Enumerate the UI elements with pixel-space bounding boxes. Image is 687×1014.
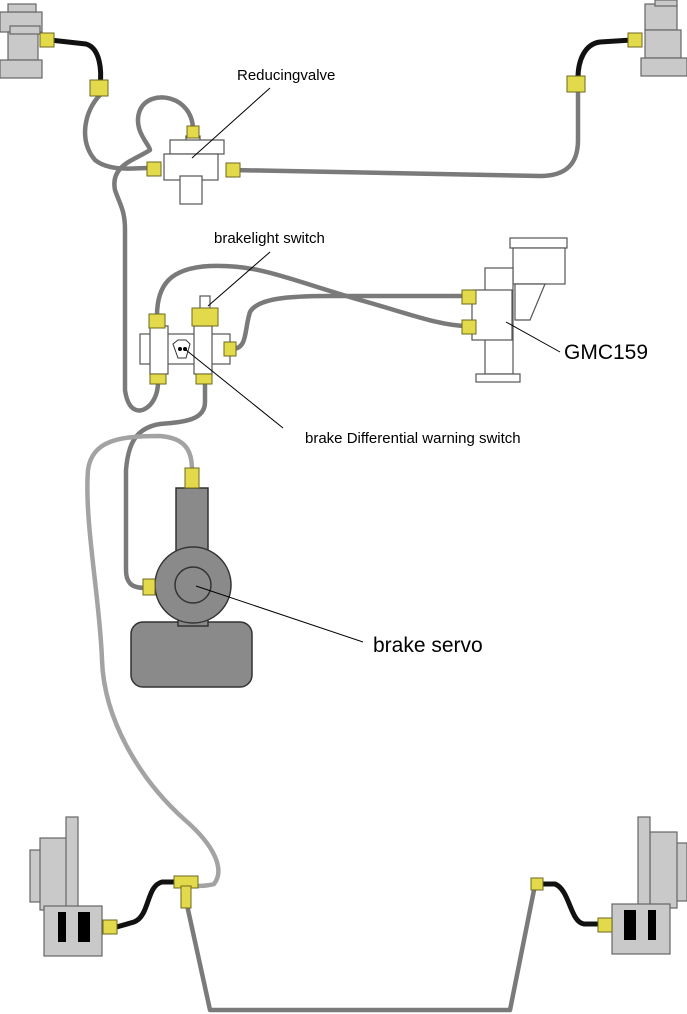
pipe-front-right-to-valve	[229, 87, 581, 179]
pipe-switch-to-mc-front	[154, 263, 471, 329]
pipe-switch-to-mc-rear	[229, 293, 471, 352]
fitting-front-left-hose	[89, 79, 109, 97]
fitting-front-right-hose	[566, 75, 586, 93]
leader-lines	[185, 87, 561, 643]
brake-servo	[130, 487, 253, 688]
fitting-switch-top-left	[148, 313, 166, 329]
fitting-switch-bottom-left	[149, 373, 167, 385]
pipe-front-left-to-valve	[82, 92, 151, 171]
fitting-switch-bottom-right	[195, 373, 213, 385]
leader-brake-servo	[195, 585, 364, 643]
fitting-rear-tee-stem	[180, 885, 192, 909]
fitting-brakelight-switch	[191, 307, 219, 327]
hose-front-left	[47, 37, 104, 89]
fitting-servo-top	[184, 467, 200, 489]
fitting-valve-right	[225, 162, 241, 178]
fitting-valve-left	[146, 161, 162, 177]
hose-rear-right	[537, 881, 603, 927]
pipe-rear-axle	[184, 882, 538, 1013]
brake-pipes	[82, 87, 581, 1013]
fitting-rear-right-pipe	[530, 877, 544, 891]
leader-gmc159	[505, 321, 561, 353]
label-brakelight-switch: brakelight switch	[214, 230, 325, 247]
leader-reducing-valve	[191, 87, 271, 159]
master-cylinder	[471, 237, 568, 383]
fitting-valve-top	[186, 125, 200, 139]
fitting-switch-right	[223, 341, 237, 357]
pipe-servo-to-rear	[85, 433, 221, 889]
label-differential-switch: brake Differential warning switch	[305, 430, 521, 447]
differential-switch	[139, 295, 231, 375]
hose-rear-left	[110, 879, 180, 931]
hose-front-right	[575, 37, 635, 81]
fitting-front-left-caliper	[39, 32, 55, 48]
fitting-rear-right-caliper	[597, 917, 613, 933]
fitting-front-right-caliper	[627, 32, 643, 48]
label-reducing-valve: Reducingvalve	[237, 67, 335, 84]
fitting-rear-left-caliper	[102, 919, 118, 935]
fitting-mc-upper	[461, 289, 477, 305]
front-right-caliper	[640, 0, 687, 77]
pipe-valve-loop	[112, 95, 196, 413]
label-brake-servo: brake servo	[373, 634, 483, 657]
rear-left-brake	[29, 816, 103, 957]
front-left-caliper	[0, 3, 43, 79]
rear-right-brake	[611, 816, 687, 955]
leader-differential-switch	[185, 349, 284, 429]
reducing-valve	[163, 135, 225, 205]
fitting-mc-lower	[461, 319, 477, 335]
leader-brakelight-switch	[207, 251, 271, 307]
fitting-servo-left	[142, 578, 156, 596]
label-master-cylinder: GMC159	[564, 341, 648, 364]
fittings	[39, 32, 643, 935]
